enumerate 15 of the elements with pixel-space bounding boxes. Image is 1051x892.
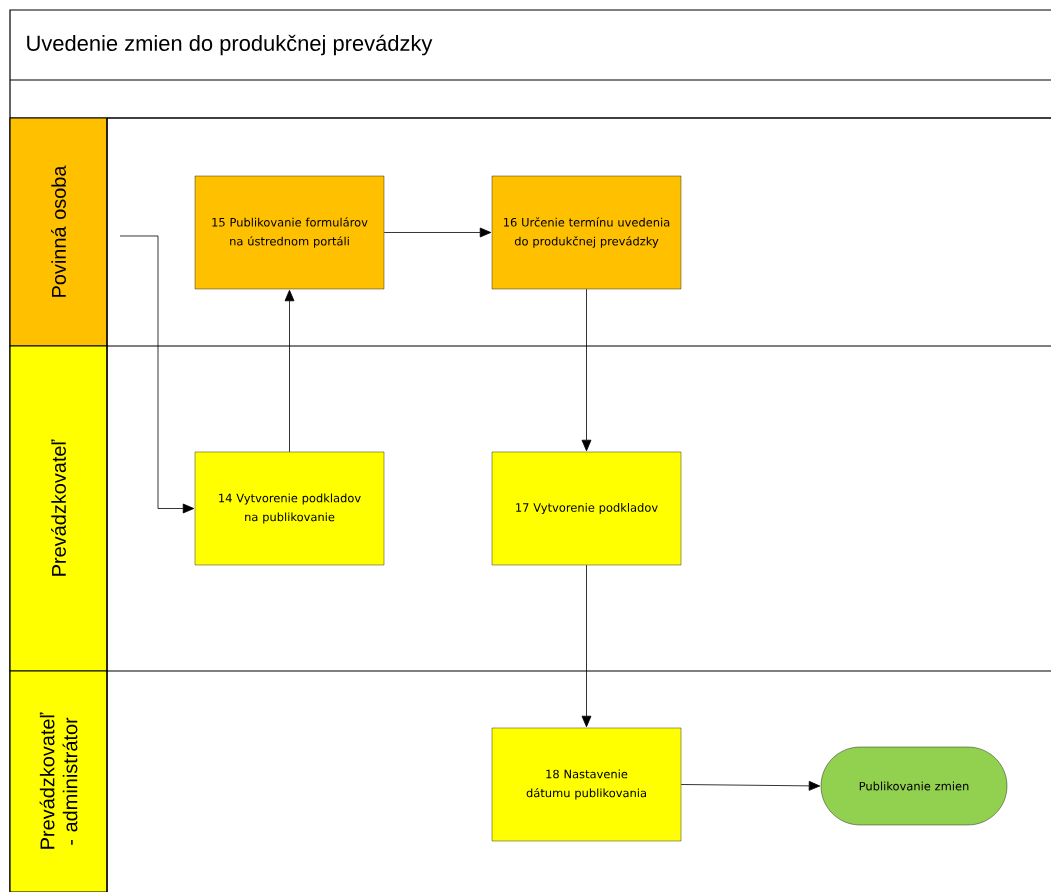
arrow [383,227,492,238]
title: Uvedenie zmien do produkčnej prevádzky [27,34,433,56]
process-box: 18 Nastavenie dátumu publikovania [491,727,682,842]
arrow [581,564,592,728]
process-box: 14 Vytvorenie podkladov na publikovanie [194,451,385,566]
process-box: 16 Určenie termínu uvedenia do produkčnej prevádzky [491,175,682,290]
lane-header: Prevádzkovateľ [9,345,108,672]
arrow [680,780,821,791]
arrow [119,235,195,514]
arrow [284,289,295,453]
lane-header: Povinná osoba [9,117,108,347]
process-box: 15 Publikovanie formulárov na ústrednom portáli [194,175,385,290]
lane-header: Prevádzkovateľ - administrátor [9,670,108,892]
arrow [581,288,592,452]
process-box: 17 Vytvorenie podkladov [491,451,682,566]
